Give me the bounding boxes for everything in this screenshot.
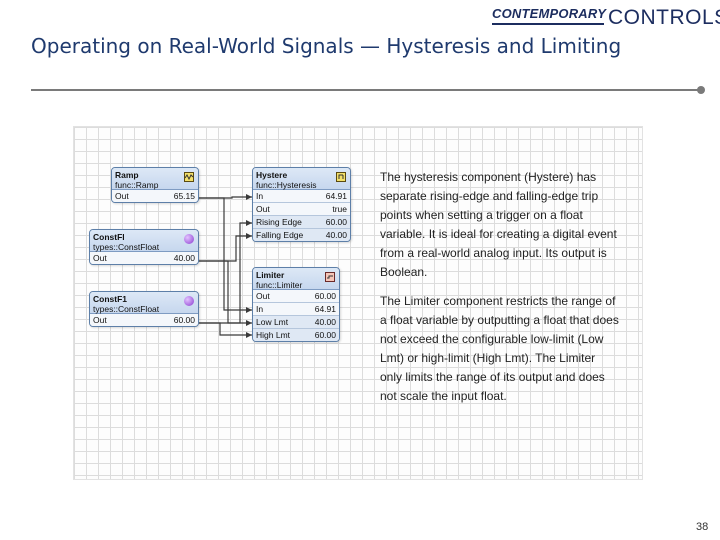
wire-ramp-to-limiter bbox=[197, 197, 252, 311]
slot-value: 64.91 bbox=[314, 304, 336, 314]
slot-value: true bbox=[332, 204, 347, 214]
slot-value: 40.00 bbox=[314, 317, 336, 327]
slot-value: 60.00 bbox=[314, 330, 336, 340]
constfl-block-name: ConstFl bbox=[93, 232, 125, 242]
constf1-block-name: ConstF1 bbox=[93, 294, 127, 304]
hystere-block-type: func::Hysteresis bbox=[256, 180, 317, 190]
wiresheet-canvas[interactable]: Ramp func::Ramp Out 65.15 ConstFl types:… bbox=[73, 126, 643, 480]
ramp-block-name: Ramp bbox=[115, 170, 139, 180]
ramp-block-type: func::Ramp bbox=[115, 180, 159, 190]
ramp-block-header: Ramp func::Ramp bbox=[112, 168, 198, 190]
slot-row[interactable]: Out 60.00 bbox=[253, 290, 339, 303]
slot-row[interactable]: Rising Edge 60.00 bbox=[253, 216, 350, 229]
constfl-block-header: ConstFl types::ConstFloat bbox=[90, 230, 198, 252]
limiter-block[interactable]: Limiter func::Limiter Out 60.00 In 64.91… bbox=[252, 267, 340, 342]
logo-contemporary-text: CONTEMPORARY bbox=[492, 6, 607, 21]
title-divider bbox=[31, 89, 702, 91]
hystere-block[interactable]: Hystere func::Hysteresis In 64.91 Out tr… bbox=[252, 167, 351, 242]
hystere-block-name: Hystere bbox=[256, 170, 288, 180]
slot-row[interactable]: Out 40.00 bbox=[90, 252, 198, 264]
slot-value: 60.00 bbox=[173, 315, 195, 325]
slot-label: Falling Edge bbox=[256, 230, 304, 240]
slot-row[interactable]: Out 60.00 bbox=[90, 314, 198, 326]
purple-circle-icon bbox=[184, 296, 194, 306]
page-number: 38 bbox=[696, 521, 709, 533]
slot-label: Out bbox=[93, 253, 107, 263]
constfl-block-type: types::ConstFloat bbox=[93, 242, 160, 252]
limiter-icon bbox=[325, 272, 335, 282]
slot-label: High Lmt bbox=[256, 330, 291, 340]
wire-connections bbox=[197, 194, 252, 338]
constf1-block-type: types::ConstFloat bbox=[93, 304, 160, 314]
constfl-block[interactable]: ConstFl types::ConstFloat Out 40.00 bbox=[89, 229, 199, 265]
hysteresis-paragraph: The hysteresis component (Hystere) has s… bbox=[380, 170, 617, 279]
slot-value: 40.00 bbox=[325, 230, 347, 240]
slot-label: Out bbox=[256, 291, 270, 301]
purple-circle-icon bbox=[184, 234, 194, 244]
limiter-block-type: func::Limiter bbox=[256, 280, 303, 290]
logo-rule bbox=[492, 23, 604, 25]
slot-row[interactable]: High Lmt 60.00 bbox=[253, 329, 339, 341]
slot-row[interactable]: Out true bbox=[253, 203, 350, 216]
constf1-block[interactable]: ConstF1 types::ConstFloat Out 60.00 bbox=[89, 291, 199, 327]
slot-row[interactable]: Low Lmt 40.00 bbox=[253, 316, 339, 329]
constf1-block-header: ConstF1 types::ConstFloat bbox=[90, 292, 198, 314]
slot-row[interactable]: In 64.91 bbox=[253, 190, 350, 203]
slot-value: 40.00 bbox=[173, 253, 195, 263]
slot-value: 64.91 bbox=[325, 191, 347, 201]
slot-row[interactable]: Out 65.15 bbox=[112, 190, 198, 202]
limiter-paragraph: The Limiter component restricts the rang… bbox=[380, 294, 619, 403]
slot-value: 65.15 bbox=[173, 191, 195, 201]
slot-value: 60.00 bbox=[325, 217, 347, 227]
hystere-block-header: Hystere func::Hysteresis bbox=[253, 168, 350, 190]
slot-label: In bbox=[256, 191, 264, 201]
description-text: The hysteresis component (Hystere) has s… bbox=[380, 168, 620, 416]
company-logo: CONTEMPORARY CONTROLS bbox=[492, 4, 720, 34]
slot-row[interactable]: In 64.91 bbox=[253, 303, 339, 316]
logo-controls-text: CONTROLS bbox=[608, 6, 720, 29]
slot-label: Rising Edge bbox=[256, 217, 302, 227]
slot-row[interactable]: Falling Edge 40.00 bbox=[253, 229, 350, 241]
slide-title: Operating on Real-World Signals — Hyster… bbox=[31, 34, 622, 58]
waveform-icon bbox=[184, 172, 194, 182]
slot-label: Out bbox=[115, 191, 129, 201]
slot-label: In bbox=[256, 304, 264, 314]
wire-constf1-to-highlmt bbox=[197, 322, 252, 336]
hysteresis-icon bbox=[336, 172, 346, 182]
limiter-block-name: Limiter bbox=[256, 270, 285, 280]
slot-value: 60.00 bbox=[314, 291, 336, 301]
ramp-block[interactable]: Ramp func::Ramp Out 65.15 bbox=[111, 167, 199, 203]
limiter-block-header: Limiter func::Limiter bbox=[253, 268, 339, 290]
slot-label: Out bbox=[256, 204, 270, 214]
slot-label: Out bbox=[93, 315, 107, 325]
slot-label: Low Lmt bbox=[256, 317, 289, 327]
title-divider-dot bbox=[697, 86, 705, 94]
